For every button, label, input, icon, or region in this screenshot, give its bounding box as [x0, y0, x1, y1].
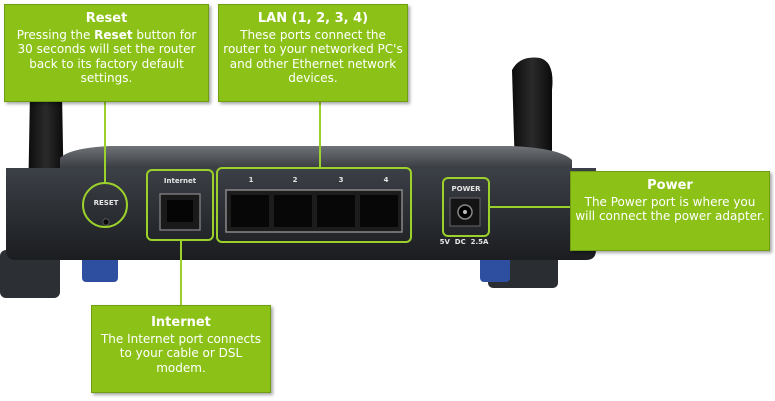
- power-callout: Power The Power port is where you will c…: [570, 171, 770, 251]
- internet-callout-text: The Internet port connects to your cable…: [100, 331, 262, 375]
- reset-hole: [102, 218, 110, 226]
- power-callout-text: The Power port is where you will connect…: [575, 194, 765, 224]
- lan-port-2-label: 2: [292, 176, 298, 184]
- power-callout-title: Power: [647, 178, 693, 193]
- reset-callout-text-before: Pressing the: [16, 27, 95, 42]
- reset-callout-text-after: button for 30 seconds will set the route…: [17, 27, 197, 86]
- internet-callout: Internet The Internet port connects to y…: [91, 305, 271, 393]
- lan-port-3-label: 3: [338, 176, 344, 184]
- reset-callout-text-bold: Reset: [94, 27, 133, 42]
- lan-callout: LAN (1, 2, 3, 4) These ports connect the…: [218, 4, 408, 102]
- lan-port-1-label: 1: [248, 176, 254, 184]
- lan-port-4-label: 4: [383, 176, 389, 184]
- reset-label: RESET: [93, 199, 119, 207]
- lan-highlight: [216, 167, 412, 243]
- left-foot: [0, 250, 60, 298]
- lan-callout-title: LAN (1, 2, 3, 4): [257, 11, 369, 26]
- reset-callout-title: Reset: [85, 11, 128, 26]
- power-label: POWER: [451, 185, 481, 193]
- power-rating-label: 5V DC 2.5A: [439, 238, 489, 246]
- router-top: [60, 146, 572, 168]
- reset-callout: Reset Pressing the Reset button for 30 s…: [4, 4, 209, 102]
- internet-callout-title: Internet: [151, 315, 211, 330]
- lan-callout-text: These ports connect the router to your n…: [223, 27, 403, 86]
- internet-label: Internet: [163, 177, 197, 185]
